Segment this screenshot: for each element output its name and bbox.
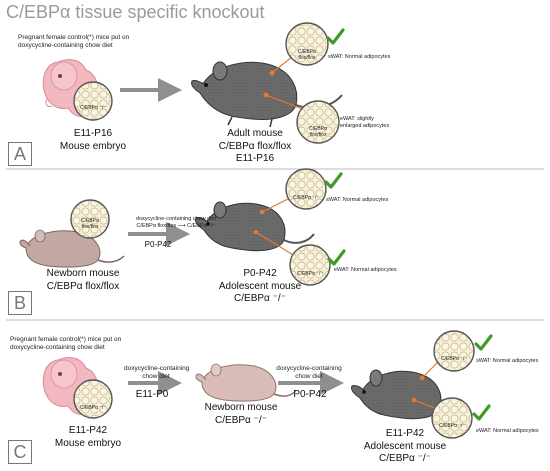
embryo-a-tissue-circle: [73, 81, 113, 121]
ewat-text-c: eWAT: Normal adipocytes: [476, 428, 539, 434]
swat-circle-a: [285, 22, 329, 66]
ewat-circle-a-label: C/EBPα flox/flox: [309, 126, 327, 138]
ewat-circle-c: [431, 397, 473, 439]
swat-text-b: sWAT: Normal adipocytes: [326, 197, 389, 203]
arrow-note-c2: doxycycline-containing chow diet: [276, 365, 342, 381]
arrow-label-b: P0-P42: [144, 240, 172, 249]
ewat-text-a: eWAT: slightly enlarged adipocytes: [340, 116, 390, 129]
swat-circle-a-label: C/EBPα flox/flox: [298, 49, 316, 61]
ewat-circle-b: [289, 244, 331, 286]
check-icon: [324, 172, 343, 189]
check-icon: [474, 334, 493, 351]
arrow-note-b: doxycycline-containing chow diet C/EBPα …: [135, 216, 217, 229]
newborn-mouse-b: [19, 229, 125, 268]
newborn-c-label: Newborn mouse C/EBPα ⁻/⁻: [204, 402, 278, 426]
arrow-label-c1: E11-P0: [135, 389, 169, 400]
arrow-label-c2: P0-P42: [293, 389, 327, 400]
swat-circle-c-label: C/EBPα ⁻/⁻: [441, 356, 467, 362]
newborn-b-tissue-circle: [70, 199, 110, 239]
panel-letter-b: B: [8, 291, 32, 315]
embryo-a-circle-label: C/EBPα ⁻/⁻: [80, 105, 106, 111]
ewat-circle-b-label: C/EBPα ⁻/⁻: [297, 271, 323, 277]
embryo-c-circle-label: C/EBPα ⁻/⁻: [80, 405, 106, 411]
adolescent-b-label: P0-P42 Adolescent mouse C/EBPα ⁻/⁻: [218, 268, 302, 304]
arrow-note-c1: doxycycline-containing chow diet: [124, 365, 190, 381]
newborn-b-label: Newborn mouse C/EBPα flox/flox: [46, 268, 120, 292]
adult-mouse-a-label: Adult mouse C/EBPα flox/flox E11-P16: [218, 128, 292, 164]
ewat-text-b: eWAT: Normal adipocytes: [334, 267, 397, 273]
embryo-c-label: E11-P42 Mouse embryo: [54, 425, 122, 449]
diet-note-a: Pregnant female control(*) mice put on d…: [18, 34, 130, 50]
panel-letter-a: A: [8, 142, 32, 166]
embryo-a-label: E11-P16 Mouse embryo: [59, 128, 127, 152]
swat-text-c: sWAT: Normal adipocytes: [476, 358, 539, 364]
ewat-circle-c-label: C/EBPα ⁻/⁻: [439, 423, 465, 429]
newborn-b-circle-label: C/EBPα flox/flox: [81, 218, 99, 230]
adult-mouse-a: [191, 61, 343, 128]
page-title: C/EBPα tissue specific knockout: [6, 2, 265, 22]
panel-letter-c: C: [8, 440, 32, 464]
swat-circle-c: [433, 330, 475, 372]
ewat-circle-a: [296, 100, 340, 144]
swat-circle-b: [285, 168, 327, 210]
check-icon: [327, 249, 346, 266]
swat-circle-b-label: C/EBPα ⁻/⁻: [293, 195, 319, 201]
check-icon: [472, 404, 491, 421]
newborn-mouse-c: [195, 363, 297, 402]
adolescent-mouse-b: [195, 201, 315, 252]
embryo-c-tissue-circle: [73, 379, 113, 419]
check-icon: [326, 28, 345, 45]
adolescent-c-label: E11-P42 Adolescent mouse C/EBPα ⁻/⁻: [363, 428, 447, 464]
diet-note-c: Pregnant female control(*) mice put on d…: [10, 336, 122, 352]
swat-text-a: sWAT: Normal adipocytes: [328, 54, 391, 60]
